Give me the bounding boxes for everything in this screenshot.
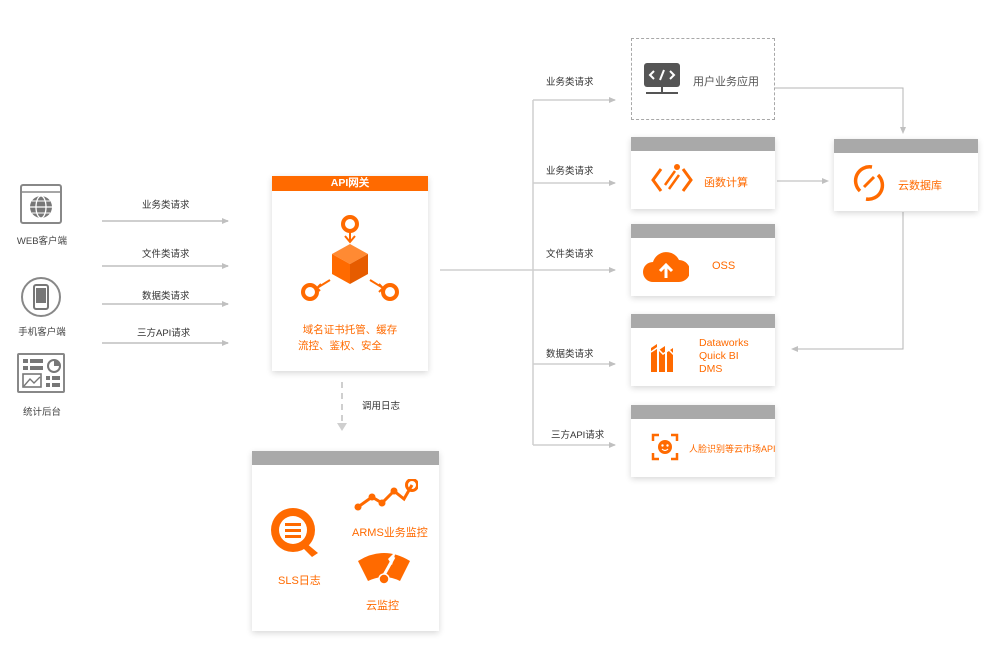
outgoing-label-business-1: 业务类请求 [546, 77, 594, 88]
incoming-label-file: 文件类请求 [142, 249, 190, 260]
function-compute-label: 函数计算 [704, 177, 748, 189]
arrow-user-app-db [775, 87, 906, 134]
function-compute-icon [651, 164, 693, 192]
cloud-monitor-gauge-icon [358, 551, 410, 585]
gateway-feature-line2: 流控、鉴权、安全 [298, 340, 382, 352]
market-api-card: 人脸识别等云市场API [631, 405, 776, 477]
client-web-label: WEB客户端 [16, 236, 68, 247]
monitoring-card-bar [252, 451, 439, 465]
log-arrowhead [337, 423, 347, 431]
data-services-line3: DMS [699, 363, 723, 375]
function-compute-card: 函数计算 [631, 137, 775, 209]
log-label: 调用日志 [362, 401, 401, 412]
arrow-db-data [791, 212, 904, 352]
outgoing-label-business-2: 业务类请求 [546, 166, 594, 177]
user-app-card: 用户业务应用 [631, 38, 775, 120]
oss-card: OSS [631, 224, 775, 296]
cloud-database-card: 云数据库 [834, 139, 978, 211]
incoming-label-data: 数据类请求 [142, 291, 190, 302]
face-recognition-icon [651, 433, 679, 461]
cloud-database-label: 云数据库 [898, 180, 942, 192]
cloud-database-icon [853, 165, 885, 201]
cloud-monitor-label: 云监控 [366, 600, 399, 612]
client-mobile-label: 手机客户端 [18, 327, 66, 338]
client-dashboard-label: 统计后台 [22, 407, 61, 418]
client-dashboard [16, 352, 68, 396]
cloud-database-bar [834, 139, 978, 153]
sls-log-icon [271, 508, 318, 557]
data-services-bar [631, 314, 775, 328]
oss-label: OSS [712, 260, 736, 272]
monitoring-card: SLS日志 ARMS业务监控 云监控 [252, 451, 439, 631]
incoming-label-api: 三方API请求 [137, 328, 191, 339]
data-services-line2: Quick BI [699, 350, 739, 362]
globe-browser-icon [20, 184, 62, 224]
client-mobile [20, 276, 64, 320]
code-monitor-icon [644, 63, 680, 94]
outgoing-label-data: 数据类请求 [546, 349, 594, 360]
arms-chart-icon [354, 479, 418, 511]
data-services-line1: Dataworks [699, 337, 749, 349]
oss-bar [631, 224, 775, 238]
function-compute-bar [631, 137, 775, 151]
dataworks-icon [650, 344, 676, 372]
arms-monitor-label: ARMS业务监控 [352, 527, 428, 539]
client-web [18, 183, 66, 231]
user-app-label: 用户业务应用 [693, 76, 759, 88]
data-services-card: Dataworks Quick BI DMS [631, 314, 775, 386]
market-api-bar [631, 405, 775, 419]
api-gateway-card: API网关 域名证书托管、缓存 流控、鉴权、安全 [272, 176, 428, 371]
market-api-label: 人脸识别等云市场API [689, 444, 776, 454]
cube-network-icon [301, 215, 399, 301]
cloud-upload-icon [643, 252, 689, 282]
dashboard-icon [17, 353, 65, 393]
api-gateway-title: API网关 [272, 176, 428, 191]
incoming-label-business: 业务类请求 [142, 200, 190, 211]
gateway-feature-line1: 域名证书托管、缓存 [302, 324, 398, 336]
sls-log-label: SLS日志 [278, 575, 321, 587]
outgoing-label-api: 三方API请求 [551, 430, 605, 441]
mobile-phone-icon [21, 277, 61, 317]
outgoing-label-file: 文件类请求 [546, 249, 594, 260]
